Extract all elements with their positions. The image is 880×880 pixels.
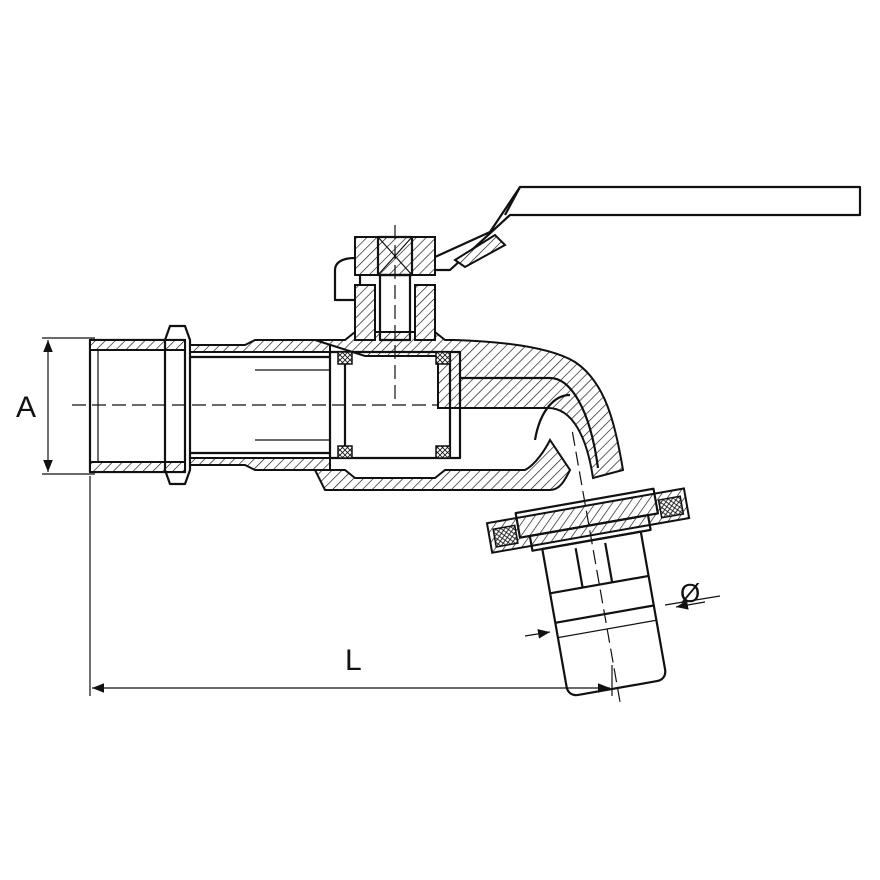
dimension-a-label: A: [16, 391, 36, 424]
hex-nut: [163, 324, 192, 486]
hose-outlet-nozzle: [485, 431, 691, 703]
threaded-inlet: [88, 338, 187, 474]
valve-stem: [333, 225, 436, 400]
dimension-l: L: [89, 476, 613, 696]
dimension-l-label: L: [345, 644, 362, 677]
dimension-diameter-label: Ø: [680, 578, 700, 608]
dimension-diameter: Ø: [524, 578, 721, 639]
lever-handle: [434, 185, 862, 272]
dimension-a: A: [16, 337, 95, 475]
valve-body: [313, 331, 625, 491]
